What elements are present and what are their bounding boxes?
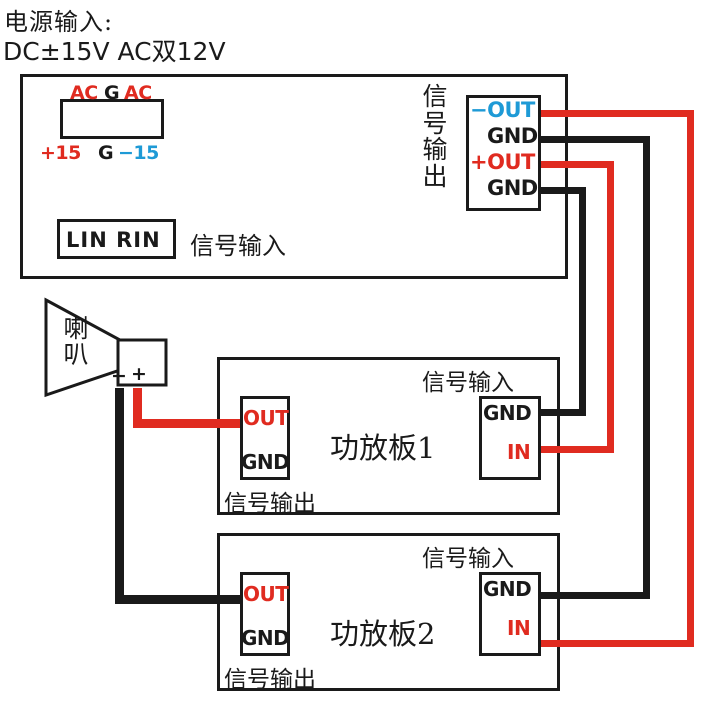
power-label-minus15: −15 xyxy=(118,142,159,164)
amp1-out-gnd-label: GND xyxy=(241,450,290,474)
power-terminal-top-labels: AC G AC xyxy=(62,82,166,104)
amp1-in-label: IN xyxy=(507,440,531,464)
amp-board-1-input-caption: 信号输入 xyxy=(422,370,514,396)
sign-plus: + xyxy=(470,150,488,174)
signal-input-terminal-label: LIN RIN xyxy=(66,228,161,252)
amp2-in-label: IN xyxy=(507,616,531,640)
amp1-out-label: OUT xyxy=(243,406,289,430)
speaker-negative-terminal: − xyxy=(111,365,127,387)
label-gnd-1: GND xyxy=(487,124,538,148)
wire-plus-out-vertical xyxy=(607,161,614,453)
amp-board-2-input-terminal[interactable] xyxy=(479,572,541,656)
power-label-ac-right: AC xyxy=(124,82,152,104)
signal-output-caption: 信号输出 xyxy=(422,82,448,191)
sign-minus: − xyxy=(470,98,488,122)
power-label-ac-left: AC xyxy=(70,82,98,104)
power-label-g-bottom: G xyxy=(98,142,114,164)
wire-minus-out-right-rail xyxy=(687,110,694,647)
amp2-out-gnd-label: GND xyxy=(241,626,290,650)
wire-gnd-amp1-vertical xyxy=(579,187,586,416)
power-label-plus15: +15 xyxy=(40,142,81,164)
amp-board-1-output-terminal[interactable] xyxy=(240,396,290,480)
power-label-g-top: G xyxy=(104,82,120,104)
label-plus-out: OUT xyxy=(487,150,535,174)
label-gnd-2: GND xyxy=(487,176,538,200)
signal-output-row-gnd-1: GND xyxy=(487,124,559,153)
amp-board-2-title: 功放板2 xyxy=(330,617,436,651)
wire-gnd-amp2-vertical xyxy=(643,136,650,599)
wire-plus-out-horizontal-bottom xyxy=(541,446,614,453)
amp-board-1-input-terminal[interactable] xyxy=(479,396,541,480)
signal-output-row-gnd-2: GND xyxy=(487,176,559,205)
wire-speaker-minus-horizontal xyxy=(115,595,245,604)
wire-speaker-minus-vertical xyxy=(115,388,124,604)
power-terminal-block[interactable] xyxy=(60,99,164,139)
wire-gnd-amp1-horizontal-top xyxy=(538,187,586,194)
amp1-in-gnd-label: GND xyxy=(483,401,532,425)
wire-plus-out-horizontal-top xyxy=(538,161,614,168)
wire-gnd-amp2-horizontal-bottom xyxy=(541,592,650,599)
signal-output-terminal-block[interactable] xyxy=(466,95,541,211)
speaker-label: 喇叭 xyxy=(63,314,89,370)
power-input-label: 电源输入: xyxy=(4,8,114,36)
label-minus-out: OUT xyxy=(487,98,535,122)
amp-board-1-output-caption: 信号输出 xyxy=(224,491,316,517)
power-spec-label: DC±15V AC双12V xyxy=(3,37,226,66)
wire-gnd-amp2-horizontal-top xyxy=(538,136,650,143)
speaker-horn-icon xyxy=(44,297,168,398)
signal-output-row-minus-out: −OUT xyxy=(470,98,542,127)
wire-amp2-in-stub xyxy=(541,640,565,647)
wire-gnd-amp1-horizontal-bottom xyxy=(541,409,586,416)
amp-board-2-output-terminal[interactable] xyxy=(240,572,290,656)
signal-input-terminal-block[interactable] xyxy=(57,219,176,259)
amp2-out-label: OUT xyxy=(243,582,289,606)
amp-board-2-input-caption: 信号输入 xyxy=(422,546,514,572)
wire-speaker-plus-horizontal xyxy=(133,419,245,428)
amp-board-2-output-caption: 信号输出 xyxy=(224,667,316,693)
amp-board-1-title: 功放板1 xyxy=(330,431,436,465)
signal-output-row-plus-out: +OUT xyxy=(470,150,542,179)
speaker-positive-terminal: + xyxy=(131,363,147,385)
wire-minus-out-bottom xyxy=(541,640,694,647)
wire-speaker-plus-vertical xyxy=(133,388,142,424)
wire-minus-out-horizontal-top xyxy=(538,110,694,117)
amp2-in-gnd-label: GND xyxy=(483,577,532,601)
power-terminal-bottom-labels: +15 G −15 xyxy=(40,142,190,164)
speaker-symbol xyxy=(40,295,175,400)
signal-input-caption: 信号输入 xyxy=(190,232,286,260)
